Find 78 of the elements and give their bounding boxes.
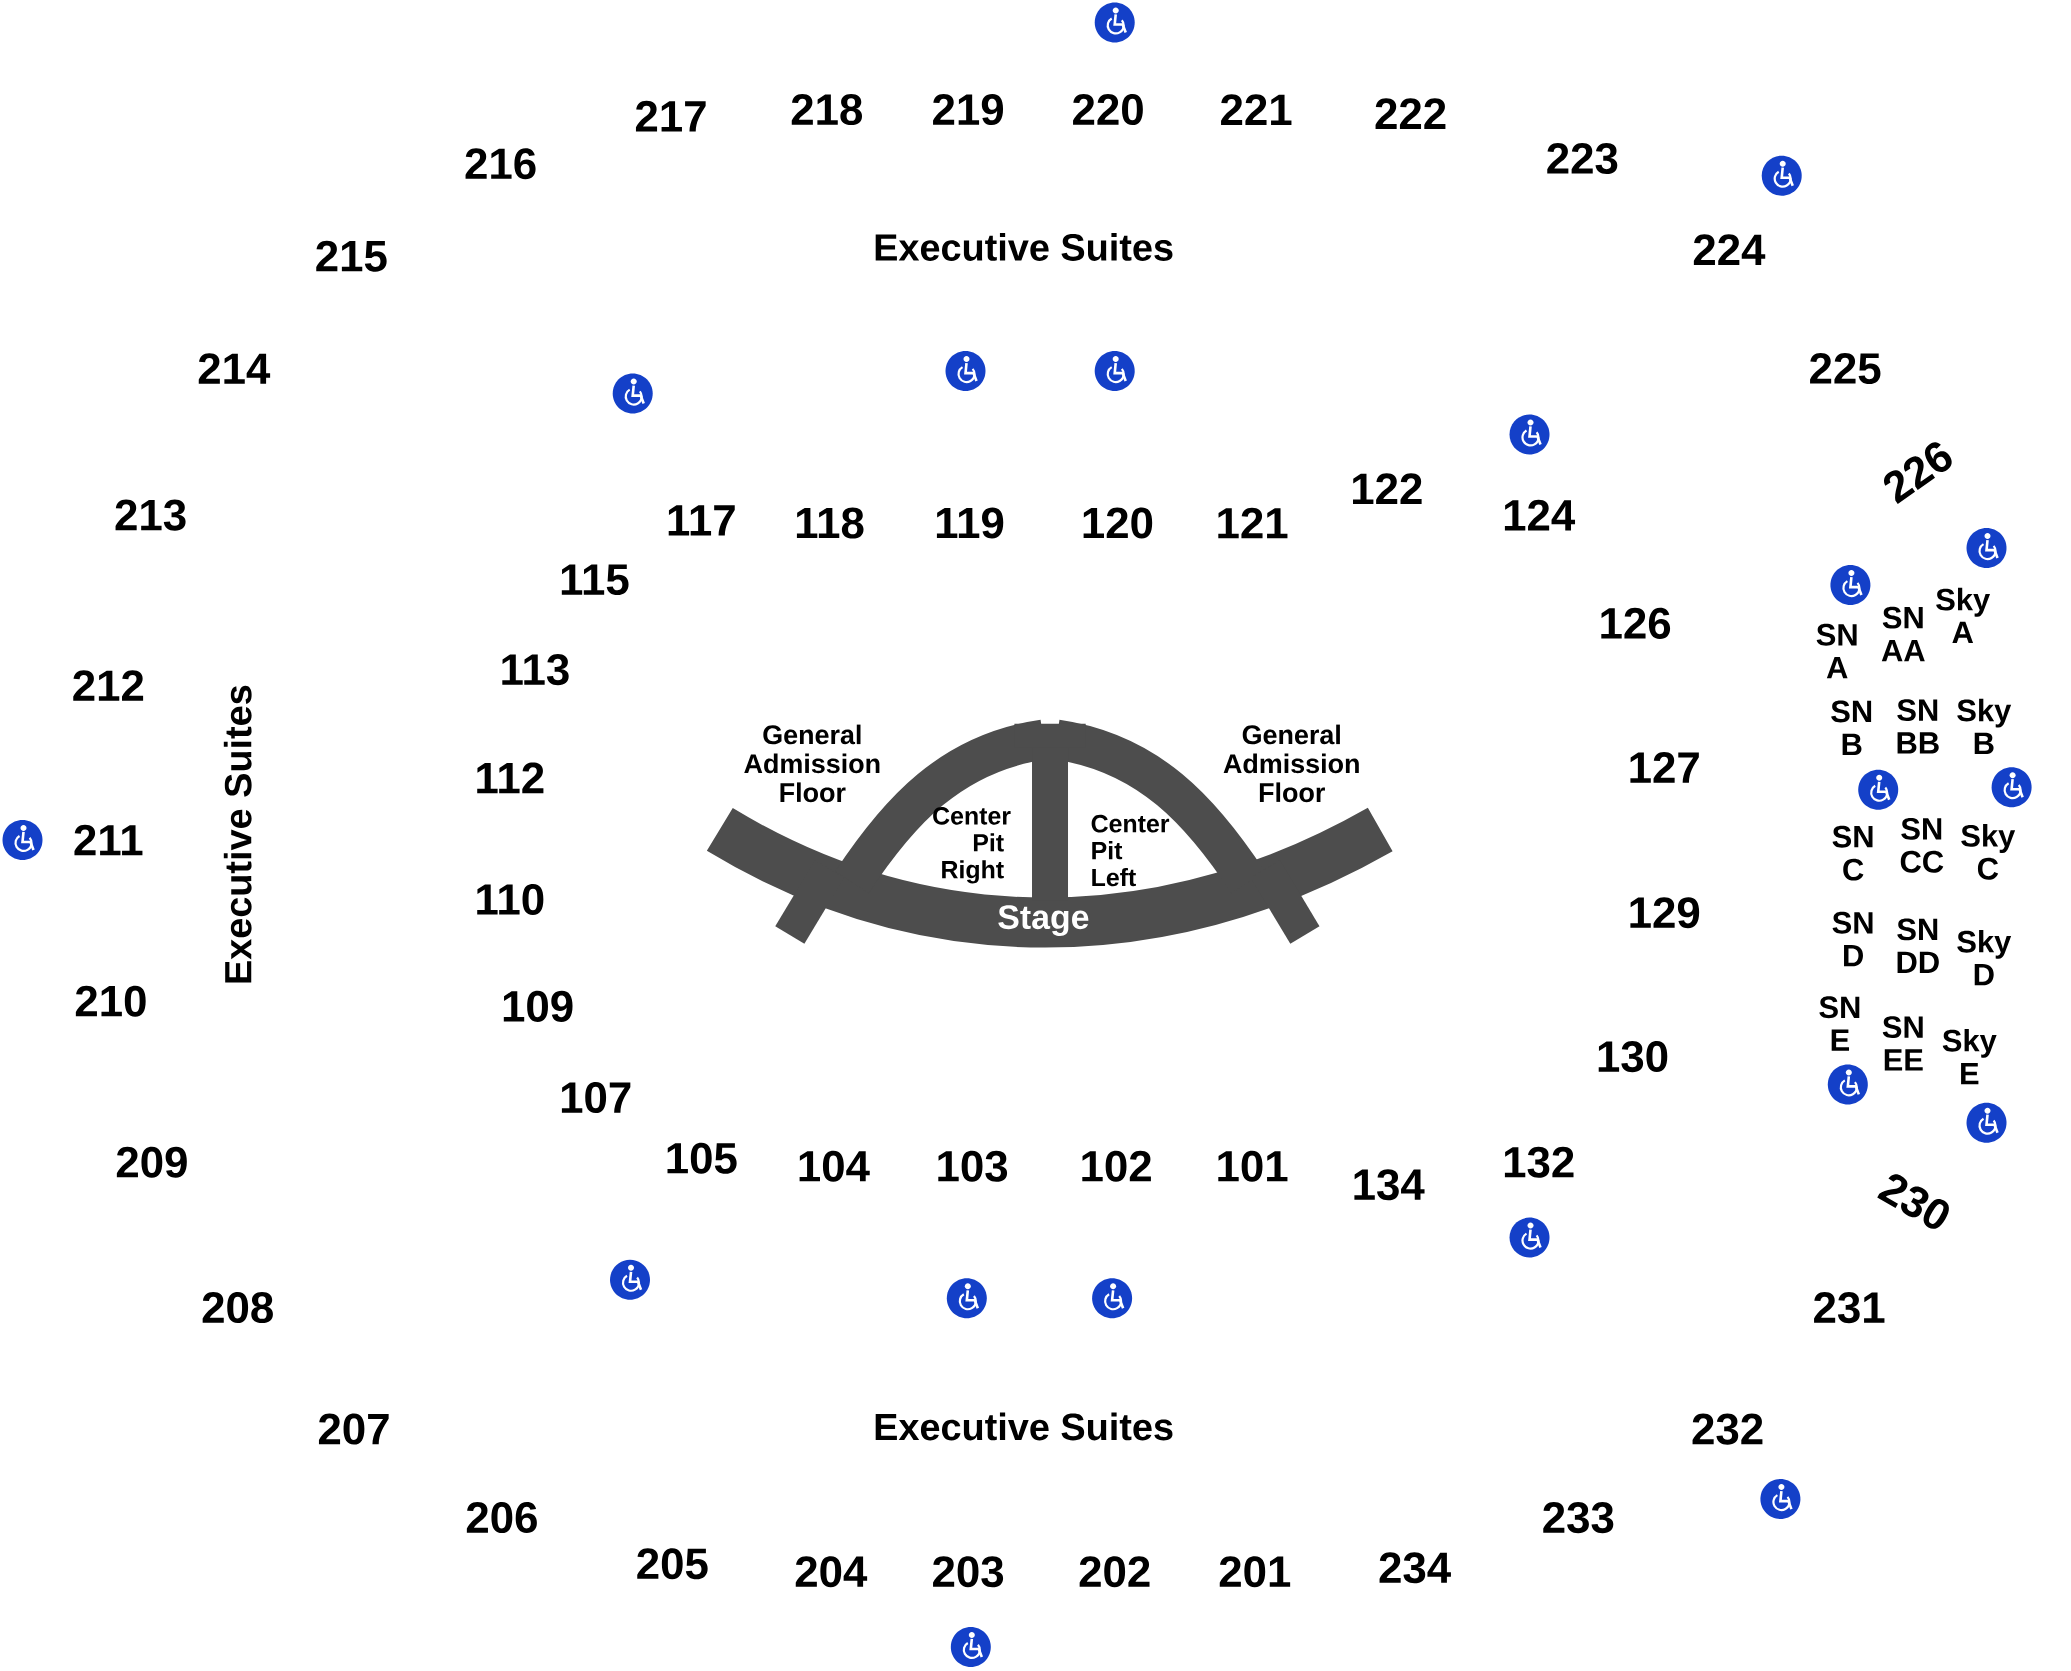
section-number: 130 [1598, 1041, 1668, 1073]
section-label: SN BB [1897, 699, 1939, 754]
section-number: 121 [1218, 507, 1288, 539]
section-number: 209 [116, 1146, 187, 1178]
section-number: 205 [637, 1548, 708, 1580]
section-number: 225 [1810, 352, 1881, 384]
section-number: 208 [202, 1292, 273, 1324]
area-label: General Admission Floor [1223, 724, 1359, 803]
section-number: 230 [1877, 1174, 1949, 1229]
section-number: 223 [1547, 142, 1618, 175]
section-number: 210 [75, 985, 146, 1017]
section-label: Sky C [1961, 824, 2016, 880]
area-label: Executive Suites [875, 1412, 1173, 1441]
section-number: 119 [936, 507, 1004, 539]
section-number: 126 [1601, 607, 1671, 639]
section-number: 226 [1884, 442, 1952, 504]
section-number: 206 [466, 1502, 537, 1534]
section-number: 109 [503, 990, 573, 1022]
section-number: 221 [1221, 94, 1292, 125]
section-number: 127 [1630, 752, 1699, 783]
section-label: SN EE [1882, 1016, 1923, 1071]
section-number: 222 [1375, 98, 1446, 129]
section-label: SN A [1816, 623, 1857, 679]
section-number: 134 [1354, 1169, 1425, 1201]
section-number: 231 [1814, 1292, 1885, 1324]
section-label: Sky D [1957, 929, 2012, 986]
section-number: 220 [1073, 94, 1143, 126]
section-number: 207 [318, 1413, 389, 1445]
section-number: 234 [1379, 1552, 1451, 1584]
section-number: 122 [1353, 473, 1422, 504]
section-label: SN D [1832, 911, 1873, 967]
section-number: 118 [796, 507, 864, 539]
section-number: 112 [477, 762, 544, 794]
section-number: 103 [938, 1150, 1008, 1182]
section-number: 132 [1504, 1146, 1574, 1178]
section-number: 117 [668, 505, 735, 536]
section-number: 213 [115, 499, 186, 531]
area-label: Executive Suites [223, 685, 252, 983]
section-number: 110 [477, 883, 544, 915]
section-number: 214 [198, 353, 271, 384]
section-number: 107 [561, 1082, 631, 1114]
area-label: General Admission Floor [744, 724, 880, 803]
section-number: 201 [1219, 1556, 1291, 1588]
area-label: Executive Suites [875, 233, 1173, 261]
section-number: 113 [502, 654, 569, 686]
section-number: 203 [933, 1556, 1004, 1588]
section-number: 216 [465, 148, 536, 180]
section-number: 120 [1083, 507, 1153, 539]
section-label: SN E [1819, 996, 1860, 1051]
section-number: 101 [1218, 1150, 1288, 1182]
section-number: 124 [1504, 499, 1576, 531]
section-label: SN AA [1881, 606, 1925, 662]
section-label: SN C [1832, 825, 1873, 881]
section-number: 211 [74, 824, 143, 856]
section-number: 219 [933, 94, 1004, 126]
area-label: Center Pit Left [1091, 814, 1170, 887]
section-number: 232 [1692, 1413, 1763, 1445]
section-number: 102 [1082, 1150, 1151, 1182]
section-label: Sky A [1936, 587, 1991, 644]
section-number: 233 [1543, 1502, 1614, 1534]
section-label: Sky B [1957, 698, 2012, 754]
section-number: 218 [791, 94, 862, 126]
section-number: 217 [635, 100, 706, 132]
section-number: 215 [316, 240, 387, 272]
section-number: 224 [1693, 234, 1766, 265]
section-number: 104 [799, 1150, 870, 1182]
node-label: Stage [998, 905, 1089, 936]
section-number: 129 [1630, 897, 1700, 929]
section-number: 212 [73, 670, 144, 701]
section-number: 204 [795, 1556, 868, 1588]
section-label: SN B [1831, 700, 1872, 755]
section-number: 105 [667, 1142, 737, 1174]
section-label: SN CC [1900, 817, 1944, 873]
section-label: SN DD [1897, 918, 1939, 973]
section-label: Sky E [1942, 1028, 1997, 1085]
section-number: 202 [1079, 1556, 1150, 1588]
section-number: 115 [561, 564, 629, 596]
area-label: Center Pit Right [933, 807, 1011, 884]
